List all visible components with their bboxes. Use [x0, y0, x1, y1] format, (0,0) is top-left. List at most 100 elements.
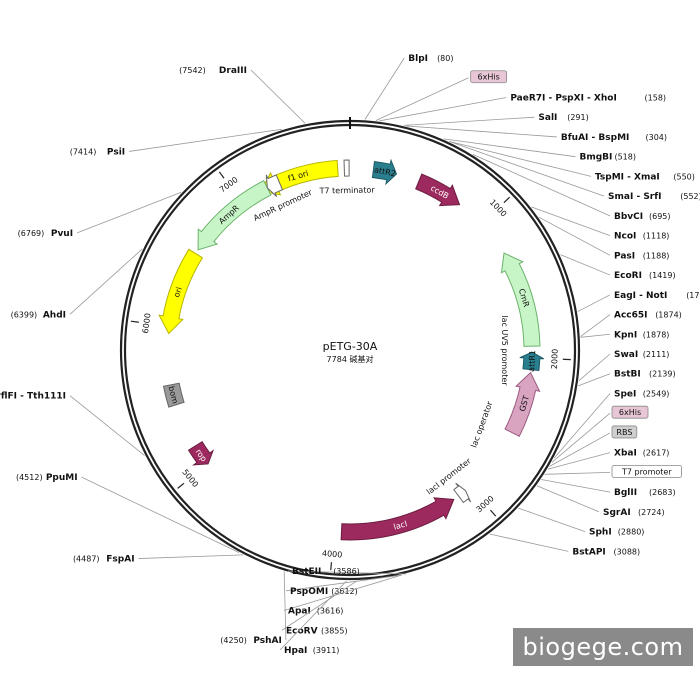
feature-attr2	[371, 158, 398, 186]
tag-label: RBS	[616, 428, 632, 437]
site-leader	[553, 393, 611, 459]
site-position: (1118)	[643, 232, 670, 241]
site-position: (3616)	[317, 607, 344, 616]
site-tspmi-xmai: TspMI - XmaI(550)	[595, 172, 695, 182]
site-leader	[81, 476, 240, 554]
site-sali: SalI(291)	[538, 113, 588, 123]
site-apai: ApaI(3616)	[288, 607, 343, 617]
site-kpni: KpnI(1878)	[614, 330, 669, 340]
feature-label: attR2	[373, 165, 396, 178]
site-leader	[536, 485, 600, 513]
lac-operator-label: lac operator	[469, 400, 494, 449]
site-position: (4250)	[220, 636, 247, 645]
site-draiii: DraIII(7542)	[179, 66, 247, 76]
site-name: PasI	[614, 251, 635, 261]
site-rbs: RBS	[611, 425, 638, 439]
lac-uv5-promoter-label: lac UV5 promoter	[500, 315, 509, 386]
site-position: (2139)	[649, 370, 676, 379]
site-position: (1739)	[686, 291, 700, 300]
site-leader	[449, 141, 592, 177]
tick-mark	[177, 482, 185, 489]
site-name: BlpI	[408, 54, 428, 64]
site-ecori: EcoRI (1419)	[614, 271, 676, 281]
site-bmgbi: BmgBI(518)	[579, 153, 636, 163]
tag-box	[611, 464, 682, 478]
site-name: PshAI	[253, 636, 282, 646]
site-leader	[443, 138, 576, 158]
feature-label: lacI promoter	[425, 456, 473, 497]
site-position: (4487)	[73, 555, 100, 564]
site-position: (158)	[645, 93, 667, 102]
feature-rop	[187, 441, 215, 466]
tick-mark	[490, 509, 497, 517]
site-position: (3088)	[614, 547, 641, 556]
site-name: FspAI	[106, 555, 134, 565]
site-position: (6399)	[11, 310, 38, 319]
site-ecorv: EcoRV(3855)	[286, 626, 348, 636]
site-position: (518)	[614, 153, 636, 162]
site-name: BbvCI	[614, 212, 643, 222]
site-leader	[403, 116, 535, 126]
site-name: EcoRI	[614, 271, 642, 281]
tag-box	[470, 70, 508, 84]
feature-label: attR1	[527, 350, 537, 372]
site-position: (6769)	[18, 229, 45, 238]
site-position: (1419)	[649, 271, 676, 280]
site-name: TspMI - XmaI	[595, 172, 660, 182]
feature-label: T7 terminator	[319, 186, 376, 196]
feature-t7-terminator	[343, 159, 350, 177]
site-name: BfuAI - BspMI	[561, 133, 629, 143]
site-name: PsiI	[107, 147, 125, 157]
site-bglii: BglII(2683)	[614, 488, 676, 498]
site-name: PpuMI	[46, 473, 78, 483]
feature-ampr	[197, 180, 272, 251]
site-name: EagI - NotI	[614, 291, 667, 301]
tick-label: 7000	[218, 175, 240, 194]
site-leader	[578, 353, 611, 381]
site-spei: SpeI (2549)	[614, 389, 669, 399]
feature-label: lacI	[393, 519, 409, 531]
site-name: KpnI	[614, 330, 637, 340]
site-name: AhdI	[43, 310, 66, 320]
site-psii: PsiI (7414)	[70, 147, 125, 157]
site-acc65i: Acc65I (1874)	[614, 311, 682, 321]
site-name: XbaI	[614, 449, 637, 459]
site-position: (2549)	[643, 389, 670, 398]
site-bstapi: BstAPI (3088)	[572, 547, 640, 557]
tag-label: 6xHis	[619, 408, 641, 417]
site-name: Acc65I	[614, 311, 648, 321]
site-pvui: PvuI (6769)	[18, 229, 73, 239]
site-name: SpeI	[614, 389, 636, 399]
site-position: (3612)	[331, 587, 358, 596]
site-bbvci: BbvCI(695)	[614, 212, 671, 222]
site-leader	[489, 533, 569, 552]
site-position: (7542)	[179, 66, 206, 75]
feature-laci	[340, 497, 455, 541]
site-name: BstAPI	[572, 547, 605, 557]
feature-label: ori	[172, 286, 184, 299]
site-position: (3911)	[313, 646, 340, 655]
tag-box	[611, 425, 638, 439]
site-name: HpaI	[284, 646, 307, 656]
watermark: biogege.com	[513, 628, 693, 666]
site-name: PvuI	[51, 229, 73, 239]
tick-label: 6000	[141, 313, 153, 334]
site-pflfi-tth111i: PflFI - Tth111I(5251)	[0, 392, 66, 402]
site-hpai: HpaI (3911)	[284, 646, 339, 656]
site-position: (7414)	[70, 147, 97, 156]
site-leader	[69, 395, 145, 456]
site-name: SalI	[538, 113, 557, 123]
site-paer7i-pspxi-xhoi: PaeR7I - PspXI - XhoI(158)	[510, 93, 666, 103]
site-position: (304)	[646, 133, 668, 142]
site-name: PflFI - Tth111I	[0, 392, 66, 402]
site-6xhis: 6xHis	[470, 70, 508, 84]
site-leader	[580, 333, 611, 338]
site-position: (1874)	[655, 311, 682, 320]
site-position: (2724)	[638, 508, 665, 517]
site-leader	[544, 472, 611, 475]
feature-cmr	[500, 252, 541, 347]
site-leader	[531, 206, 611, 236]
tick-label: 5000	[180, 468, 200, 490]
